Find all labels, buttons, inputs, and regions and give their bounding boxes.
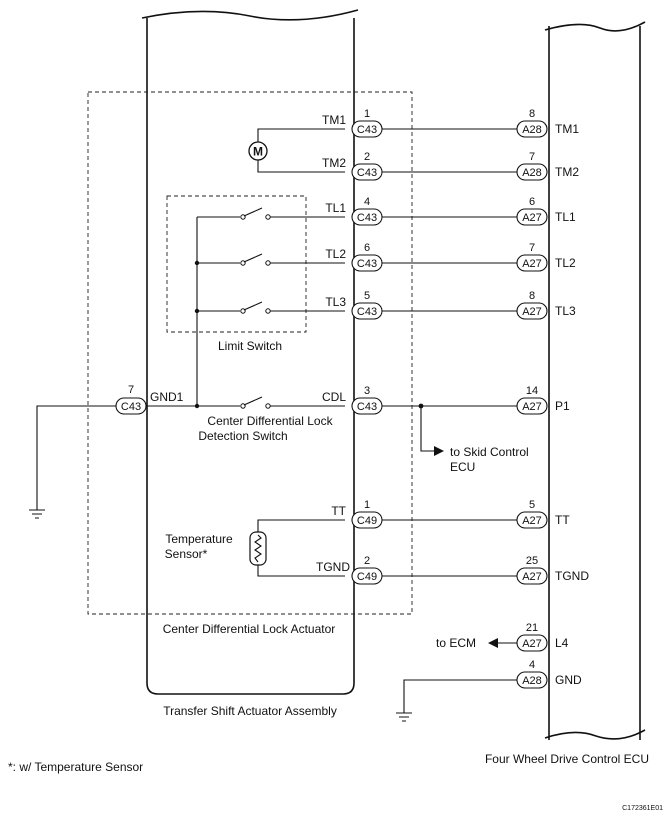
actuator-box [87,91,413,615]
limit-switch-label: Limit Switch [218,339,282,353]
ecu-terminal-p1: P1 [555,399,570,413]
cdl-switch-label-1: Center Differential Lock [207,414,333,428]
cdl-switch-label-2: Detection Switch [198,429,287,443]
terminal-tm1: TM1 [322,113,346,127]
limit-switch-box [166,195,307,333]
ecu-terminal-gnd: GND [555,673,582,687]
terminal-tm2: TM2 [322,156,346,170]
footnote: *: w/ Temperature Sensor [8,760,143,774]
pin-number: 2 [364,151,370,163]
pin-number: 3 [364,385,370,397]
connector-code: A27 [522,401,542,413]
gnd1-terminal: GND1 [150,390,184,404]
temp-sensor-label-2: Sensor* [165,547,208,561]
ecu-terminal-tm2: TM2 [555,165,579,179]
terminal-tt: TT [331,504,346,518]
assembly-box [141,9,359,695]
terminal-tgnd: TGND [316,560,350,574]
assembly-label: Transfer Shift Actuator Assembly [163,704,337,718]
pin-number: 14 [526,385,538,397]
connector-code: A27 [522,212,542,224]
gnd1-pin: 7 [128,384,134,396]
connector-code: C43 [357,306,377,318]
pin-number: 21 [526,622,538,634]
harness-wires [382,128,517,722]
connector-code: A27 [522,515,542,527]
connector-code: A27 [522,306,542,318]
cdl-switch [147,396,345,409]
ecu-terminal-tgnd: TGND [555,569,589,583]
pin-number: 5 [529,499,535,511]
to-ecm-label: to ECM [436,636,476,650]
connector-code: C43 [357,401,377,413]
terminal-tl2: TL2 [325,247,346,261]
skid-control-label-2: ECU [450,460,475,474]
gnd1-ground [29,405,116,519]
ecu-label: Four Wheel Drive Control ECU [485,752,649,766]
ecu-terminal-l4: L4 [555,636,569,650]
pin-number: 7 [529,151,535,163]
pin-number: 1 [364,108,370,120]
terminal-cdl: CDL [322,390,346,404]
right-connector-labels: 8 A28 TM1 7 A28 TM2 6 A27 TL1 7 A27 TL2 … [522,108,589,687]
ecu-terminal-tl1: TL1 [555,210,576,224]
connector-code: C49 [357,571,377,583]
ecu-terminal-tl2: TL2 [555,256,576,270]
skid-control-label-1: to Skid Control [450,445,529,459]
connector-code: C43 [357,124,377,136]
pin-number: 6 [529,196,535,208]
temperature-sensor [249,519,345,577]
connector-code: A27 [522,258,542,270]
connector-code: C43 [357,212,377,224]
connector-code: C43 [357,167,377,179]
pin-number: 4 [529,659,535,671]
ecu-terminal-tl3: TL3 [555,304,576,318]
left-connector-labels: TM1 1 C43 TM2 2 C43 TL1 4 C43 TL2 6 C43 … [316,108,377,583]
limit-switches [194,207,345,406]
connector-code: A28 [522,124,542,136]
pin-number: 7 [529,242,535,254]
connector-code: A28 [522,167,542,179]
figure-code: C172361E01 [622,805,663,812]
pin-number: 6 [364,242,370,254]
pin-number: 5 [364,290,370,302]
pin-number: 8 [529,108,535,120]
gnd1-connector: C43 [121,401,141,413]
terminal-tl3: TL3 [325,295,346,309]
motor-symbol: M [248,128,345,173]
pin-number: 25 [526,555,538,567]
motor-label: M [253,145,263,159]
ecu-box [544,21,646,740]
connectors [115,120,548,689]
ecu-terminal-tm1: TM1 [555,122,579,136]
connector-code: C43 [357,258,377,270]
connector-code: A27 [522,638,542,650]
actuator-label: Center Differential Lock Actuator [163,622,336,636]
terminal-tl1: TL1 [325,201,346,215]
pin-number: 4 [364,196,370,208]
pin-number: 1 [364,499,370,511]
ecu-terminal-tt: TT [555,513,570,527]
connector-code: C49 [357,515,377,527]
pin-number: 8 [529,290,535,302]
connector-code: A27 [522,571,542,583]
connector-code: A28 [522,675,542,687]
temp-sensor-label-1: Temperature [165,532,233,546]
pin-number: 2 [364,555,370,567]
